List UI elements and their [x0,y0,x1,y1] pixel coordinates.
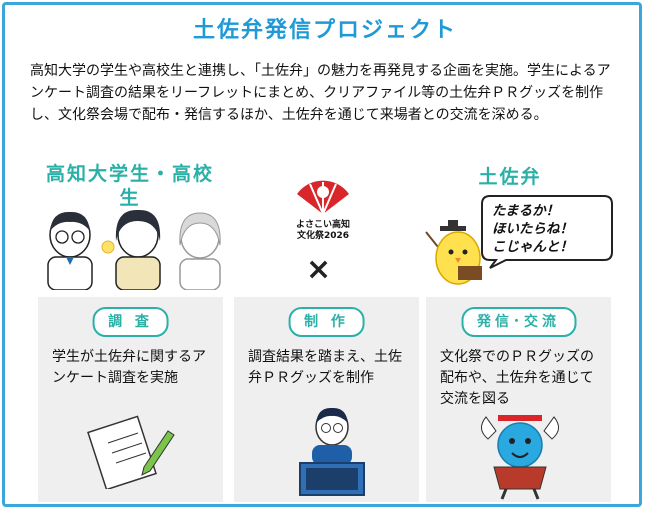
card-production-text: 調査結果を踏まえ、土佐弁ＰＲグッズを制作 [248,349,402,386]
speech-line-1: たまるか！ [492,203,560,219]
card-survey: 調 査 学生が土佐弁に関するアンケート調査を実施 [38,297,223,502]
tosaben-label: 土佐弁 [460,162,560,189]
logo-line-2: 文化祭2026 [296,231,350,241]
person-at-computer-icon [299,407,365,496]
speech-bubble-text: たまるか！ ほいたらね！ こじゃんと！ [492,202,610,256]
student-girl-icon [101,209,161,290]
logo-line-1: よさこい高知 [295,220,350,230]
students-illustration [47,209,221,290]
festival-mascot-icon [481,415,559,500]
times-symbol: × [306,252,332,287]
student-boy-icon [47,211,93,290]
student-highschool-icon [179,212,221,290]
tosaben-label-text: 土佐弁 [478,166,542,188]
card-survey-text: 学生が土佐弁に関するアンケート調査を実施 [52,349,206,386]
speech-line-3: こじゃんと！ [492,239,573,255]
card-production-label: 制 作 [288,307,365,337]
students-label-text: 高知大学生・高校生 [45,163,214,209]
card-production: 制 作 調査結果を踏まえ、土佐弁ＰＲグッズを制作 [234,297,419,502]
page-title: 土佐弁発信プロジェクト [192,18,457,43]
festival-logo: よさこい高知 文化祭2026 [268,180,378,242]
pen-and-paper-icon [87,415,175,489]
speech-line-2: ほいたらね！ [492,221,573,237]
chick-mascot-icon [425,220,482,285]
card-exchange-label: 発信･交流 [461,307,576,337]
students-label: 高知大学生・高校生 [40,162,220,210]
card-exchange: 発信･交流 文化祭でのＰＲグッズの配布や、土佐弁を通じて交流を図る [426,297,611,502]
card-survey-label: 調 査 [92,307,169,337]
intro-text: 高知大学の学生や高校生と連携し、「土佐弁」の魅力を再発見する企画を実施。学生によ… [30,63,611,123]
speech-bubble [481,195,613,269]
card-exchange-text: 文化祭でのＰＲグッズの配布や、土佐弁を通じて交流を図る [440,349,594,407]
fan-logo-icon [297,180,349,215]
